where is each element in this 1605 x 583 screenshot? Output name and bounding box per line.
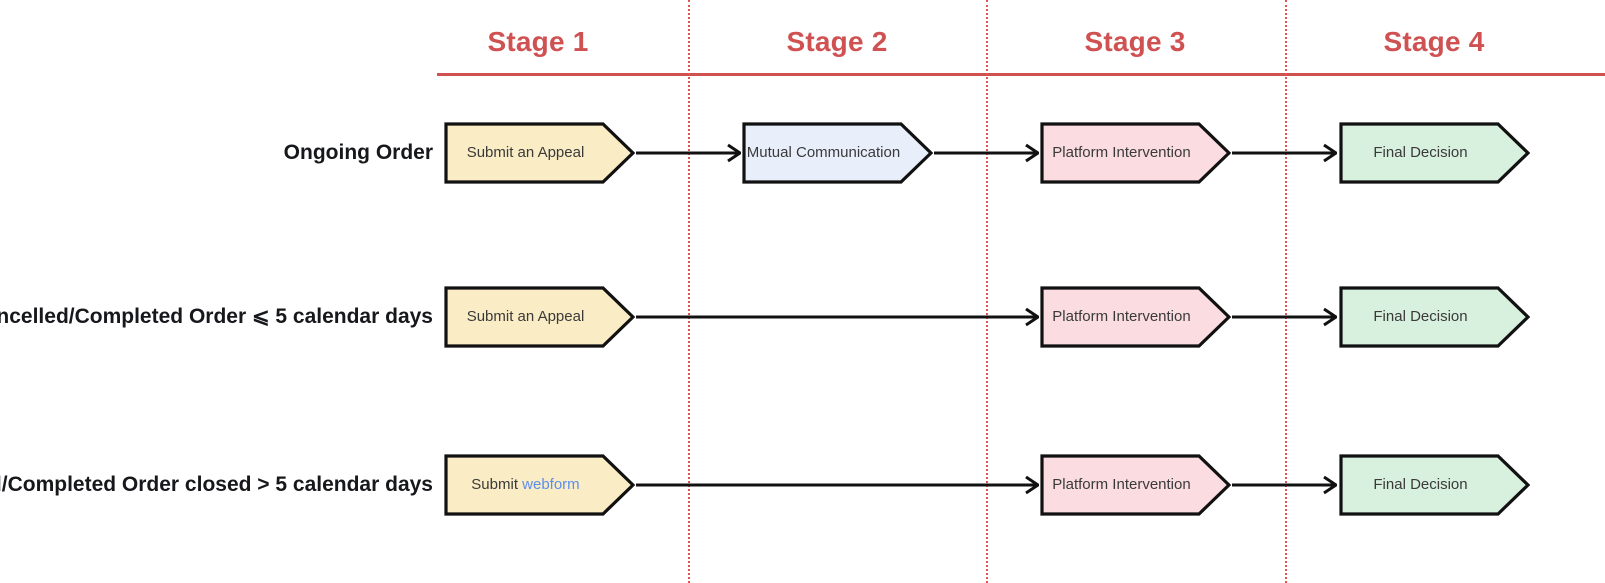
node-stage3-r1[interactable]: Platform Intervention [1040, 122, 1231, 184]
node-stage1-r1[interactable]: Submit an Appeal [444, 122, 635, 184]
stage-divider-1 [688, 0, 690, 583]
node-stage1-r2[interactable]: Submit an Appeal [444, 286, 635, 348]
node-stage4-r2[interactable]: Final Decision [1339, 286, 1530, 348]
connector-r1-2 [934, 142, 1039, 164]
connector-r1-3 [1232, 142, 1337, 164]
node-stage3-r2[interactable]: Platform Intervention [1040, 286, 1231, 348]
node-stage1-r3[interactable]: Submit webform [444, 454, 635, 516]
stage-header-1: Stage 1 [487, 26, 589, 57]
connector-r2-1 [636, 306, 1039, 328]
connector-r2-2 [1232, 306, 1337, 328]
stage-header-4: Stage 4 [1383, 26, 1485, 57]
connector-r3-1 [636, 474, 1039, 496]
stage-divider-3 [1285, 0, 1287, 583]
node-stage4-r1[interactable]: Final Decision [1339, 122, 1530, 184]
row-label-3: Cancelled/Completed Order closed > 5 cal… [0, 473, 433, 496]
node-stage4-r3[interactable]: Final Decision [1339, 454, 1530, 516]
stage-header-2: Stage 2 [786, 26, 888, 57]
connector-r1-1 [636, 142, 741, 164]
connector-r3-2 [1232, 474, 1337, 496]
node-stage3-r3[interactable]: Platform Intervention [1040, 454, 1231, 516]
row-label-1: Ongoing Order [283, 141, 433, 164]
stage-divider-2 [986, 0, 988, 583]
row-label-2: Cancelled/Completed Order ⩽ 5 calendar d… [0, 305, 433, 328]
stage-header-3: Stage 3 [1084, 26, 1186, 57]
stage-header-rule [437, 73, 1605, 76]
node-stage2-r1[interactable]: Mutual Communication [742, 122, 933, 184]
